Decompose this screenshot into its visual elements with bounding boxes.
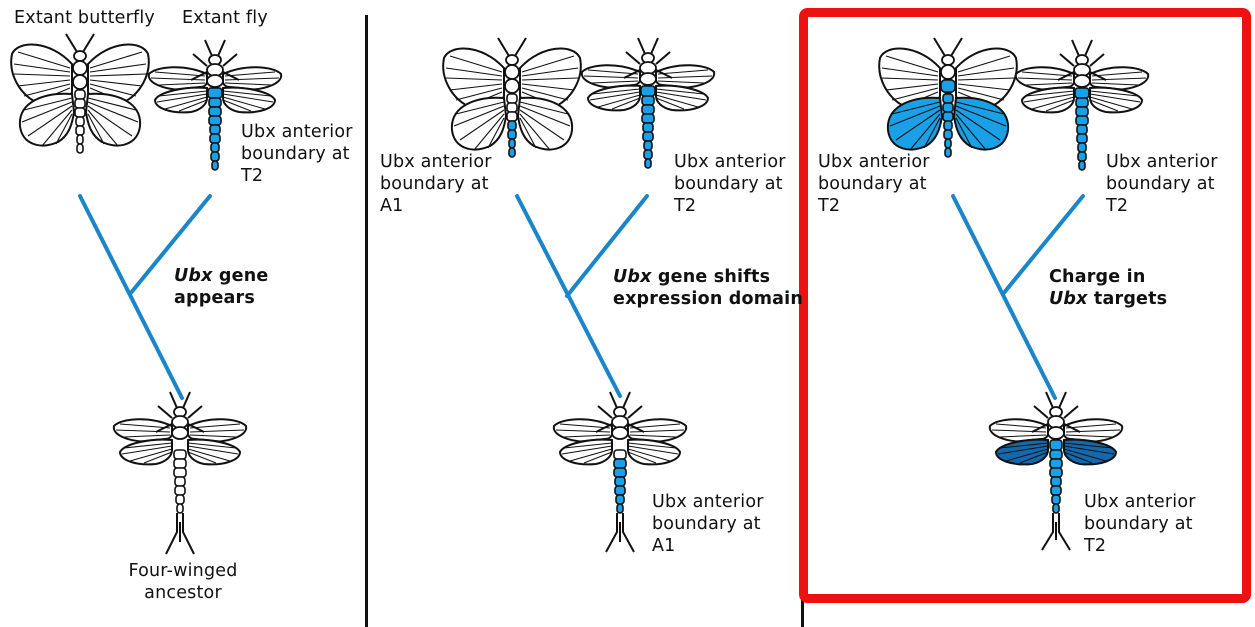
ancestor-label: Four-winged ancestor bbox=[128, 560, 238, 604]
ancestor-icon bbox=[114, 392, 246, 554]
panel-divider-1 bbox=[365, 15, 368, 627]
gene-name: Ubx bbox=[613, 267, 652, 287]
butterfly-boundary-label: Ubx anterior boundary at T2 bbox=[818, 151, 930, 217]
fly-boundary-label: Ubx anterior boundary at T2 bbox=[674, 151, 786, 217]
gene-name: Ubx bbox=[174, 266, 213, 286]
butterfly-boundary-label: Ubx anterior boundary at A1 bbox=[380, 151, 492, 217]
butterfly-header: Extant butterfly bbox=[14, 7, 155, 29]
fly-icon bbox=[582, 38, 714, 168]
butterfly-icon bbox=[11, 34, 149, 153]
node-label: Ubx gene shifts expression domain bbox=[613, 266, 803, 310]
node-label-text: targets bbox=[1088, 289, 1168, 309]
gene-name: Ubx bbox=[1049, 289, 1088, 309]
node-label-line1: Charge in bbox=[1049, 267, 1146, 287]
ancestor-boundary-label: Ubx anterior boundary at A1 bbox=[652, 491, 764, 557]
fly-header: Extant fly bbox=[182, 7, 268, 29]
butterfly-icon bbox=[879, 38, 1017, 157]
ancestor-boundary-label: Ubx anterior boundary at T2 bbox=[1084, 491, 1196, 557]
fly-boundary-label: Ubx anterior boundary at T2 bbox=[241, 121, 353, 187]
node-label: Ubx gene appears bbox=[174, 265, 268, 309]
butterfly-icon bbox=[443, 38, 581, 157]
fly-boundary-label: Ubx anterior boundary at T2 bbox=[1106, 151, 1218, 217]
